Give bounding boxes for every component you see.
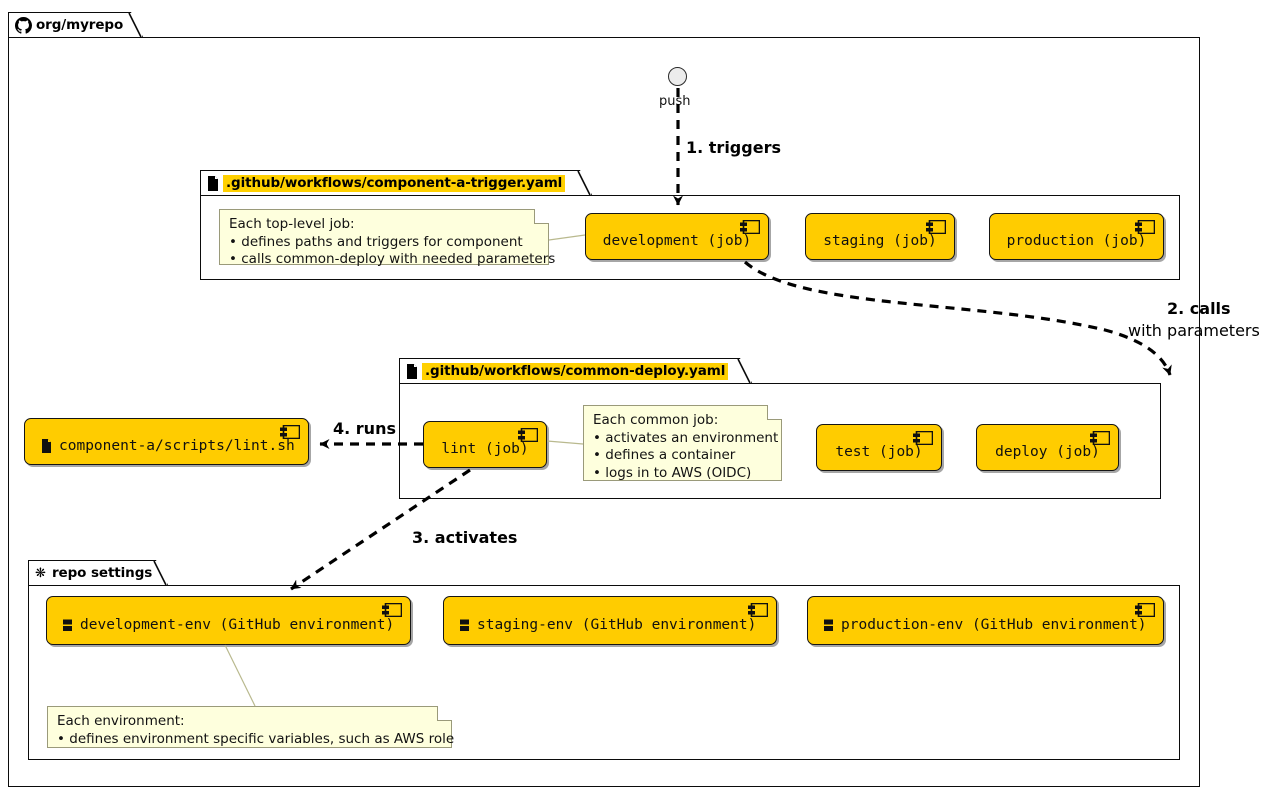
component-lint-job-label: lint (job): [441, 440, 529, 457]
component-development-job-label: development (job): [602, 232, 752, 249]
note-line: Each common job:: [593, 412, 719, 428]
node-icon: [824, 619, 834, 632]
component-icon: [280, 424, 301, 440]
component-production-env[interactable]: production-env (GitHub environment): [807, 596, 1164, 645]
component-test-job[interactable]: test (job): [816, 424, 942, 471]
component-test-job-label: test (job): [835, 443, 923, 460]
edge-activates-label: 3. activates: [412, 528, 518, 547]
component-icon: [518, 427, 539, 443]
package-component-a-trigger: [200, 195, 1180, 280]
note-line: • defines paths and triggers for compone…: [229, 233, 523, 250]
node-icon: [460, 619, 470, 632]
package-org-myrepo-tab: org/myrepo: [8, 12, 143, 37]
component-icon: [740, 219, 761, 235]
component-icon: [748, 602, 769, 618]
note-common-job: Each common job: • activates an environm…: [583, 405, 782, 481]
component-icon: [1135, 219, 1156, 235]
component-development-env-label: development-env (GitHub environment): [80, 617, 395, 633]
package-common-deploy: [399, 383, 1161, 499]
file-icon: [207, 176, 219, 191]
note-environment: Each environment: • defines environment …: [47, 706, 455, 748]
component-deploy-job[interactable]: deploy (job): [976, 424, 1119, 471]
edge-calls-label: 2. calls: [1167, 299, 1231, 318]
component-development-job[interactable]: development (job): [585, 213, 769, 260]
edge-calls-sublabel: with parameters: [1128, 321, 1260, 340]
component-development-env[interactable]: development-env (GitHub environment): [46, 596, 411, 645]
package-repo-settings: [28, 585, 1180, 760]
package-repo-settings-tab: ❋ repo settings: [28, 560, 168, 585]
package-org-myrepo: [8, 37, 1200, 787]
note-line: • logs in to AWS (OIDC): [593, 464, 752, 481]
start-node-label: push: [659, 94, 691, 109]
component-production-job[interactable]: production (job): [989, 213, 1164, 260]
component-lint-job[interactable]: lint (job): [423, 421, 547, 468]
component-staging-job[interactable]: staging (job): [805, 213, 955, 260]
component-lint-script[interactable]: component-a/scripts/lint.sh: [24, 418, 309, 465]
package-common-deploy-tab: .github/workflows/common-deploy.yaml: [399, 358, 752, 383]
note-line: • calls common-deploy with needed parame…: [229, 251, 556, 267]
component-icon: [1135, 602, 1156, 618]
package-component-a-trigger-tab: .github/workflows/component-a-trigger.ya…: [200, 170, 592, 195]
component-staging-job-label: staging (job): [823, 232, 937, 249]
package-org-myrepo-label: org/myrepo: [36, 17, 124, 33]
component-icon: [1090, 430, 1111, 446]
note-line: • defines environment specific variables…: [57, 730, 455, 747]
note-fold-corner: [437, 706, 452, 721]
package-repo-settings-label: repo settings: [52, 565, 153, 581]
component-lint-script-label: component-a/scripts/lint.sh: [59, 438, 295, 454]
note-top-level-job: Each top-level job: • defines paths and …: [219, 209, 555, 267]
component-production-job-label: production (job): [1006, 232, 1147, 249]
node-icon: [63, 619, 73, 632]
component-icon: [913, 430, 934, 446]
component-staging-env-label: staging-env (GitHub environment): [477, 617, 757, 633]
note-line: • activates an environment: [593, 429, 779, 446]
note-line: Each environment:: [57, 713, 185, 729]
component-deploy-job-label: deploy (job): [995, 443, 1100, 460]
component-staging-env[interactable]: staging-env (GitHub environment): [443, 596, 777, 645]
note-fold-corner: [767, 405, 782, 420]
note-line: • defines a container: [593, 447, 736, 463]
start-node-circle: [668, 67, 687, 86]
gear-icon: ❋: [35, 565, 46, 581]
document-icon: [41, 439, 52, 453]
package-component-a-trigger-label: .github/workflows/component-a-trigger.ya…: [223, 175, 565, 192]
component-icon: [926, 219, 947, 235]
github-octocat-icon: [15, 17, 32, 34]
tab-slash-decoration: [128, 13, 142, 38]
file-icon: [406, 364, 418, 379]
edge-runs-label: 4. runs: [333, 419, 396, 438]
component-icon: [382, 602, 403, 618]
note-fold-corner: [534, 209, 549, 224]
edge-triggers-label: 1. triggers: [686, 138, 781, 157]
package-common-deploy-label: .github/workflows/common-deploy.yaml: [422, 363, 728, 380]
note-line: Each top-level job:: [229, 216, 355, 232]
component-production-env-label: production-env (GitHub environment): [841, 617, 1147, 633]
